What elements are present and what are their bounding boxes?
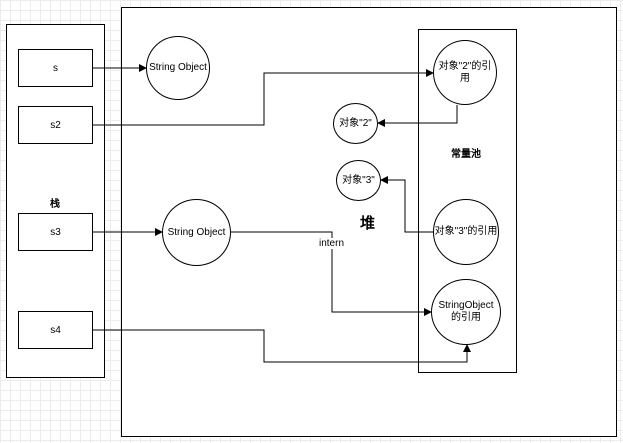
- intern-edge-label: intern: [318, 238, 346, 249]
- edge-s4-to-stringobject-ref: [93, 329, 471, 363]
- heap-label: 堆: [360, 215, 376, 232]
- stack-var-s3: s3: [18, 213, 93, 251]
- heap-object-2: 对象"2": [333, 103, 378, 144]
- pool-ref-stringobject: StringObject 的引用: [431, 279, 501, 345]
- pool-ref-object-3: 对象"3"的引用: [433, 199, 499, 265]
- stack-var-s4: s4: [18, 311, 93, 349]
- stack-label: 栈: [50, 199, 60, 210]
- constant-pool-label: 常量池: [451, 149, 481, 160]
- edge-s2-to-ref2: [93, 69, 434, 126]
- stack-var-s2: s2: [18, 106, 93, 144]
- edge-ref3-to-obj3: [380, 176, 433, 233]
- heap-object-3: 对象"3": [336, 160, 381, 201]
- heap-string-object-1: String Object: [146, 36, 210, 100]
- edge-ref2-to-obj2: [377, 105, 458, 127]
- edge-intern: [231, 231, 432, 316]
- heap-string-object-2: String Object: [162, 199, 231, 266]
- pool-ref-object-2: 对象"2"的引用: [433, 40, 497, 105]
- stack-var-s: s: [18, 49, 93, 87]
